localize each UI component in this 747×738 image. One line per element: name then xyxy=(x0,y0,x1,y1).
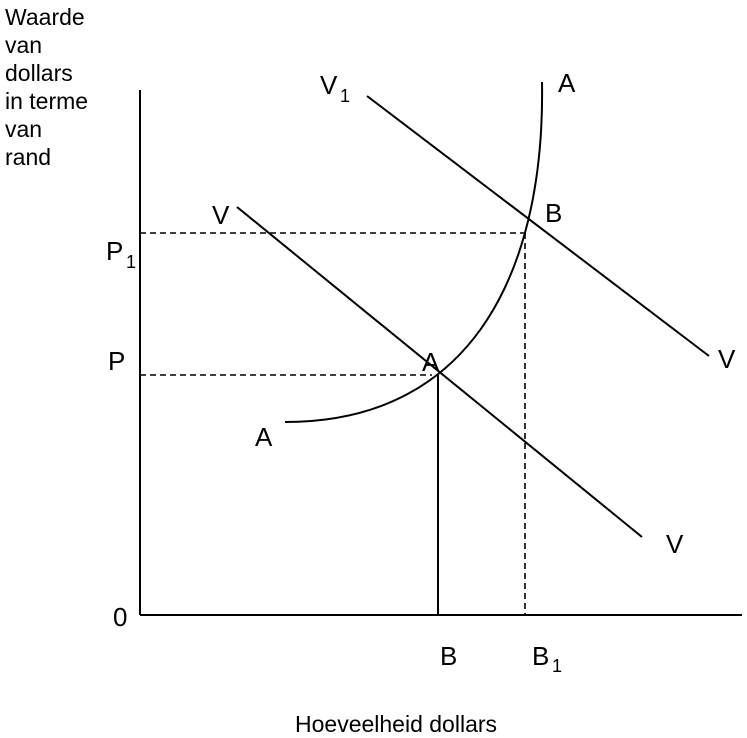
demand-top-label: V xyxy=(212,200,230,230)
demand-curve-v1 xyxy=(366,95,710,357)
supply-bottom-label: A xyxy=(255,422,273,452)
demand1-bottom-label: V xyxy=(718,344,736,374)
demand1-top-subscript: 1 xyxy=(340,86,350,106)
origin-label: 0 xyxy=(113,602,127,632)
supply-top-label: A xyxy=(558,68,576,98)
price-p-label: P xyxy=(108,346,125,376)
demand-bottom-label: V xyxy=(666,529,684,559)
quantity-b1-label: B xyxy=(532,641,549,671)
price-p1-label: P xyxy=(106,236,123,266)
y-axis-label-line-3: dollars xyxy=(5,60,73,86)
y-axis-label-line-5: van xyxy=(5,116,43,142)
y-axis-label-line-2: van xyxy=(5,32,43,58)
supply-curve-a xyxy=(284,81,544,423)
demand-curve-v xyxy=(236,206,643,538)
new-equilibrium-point-label: B xyxy=(545,198,562,228)
y-axis-label: Waarde van dollars in terme van rand xyxy=(5,3,155,171)
price-p1-subscript: 1 xyxy=(126,252,136,272)
x-axis-label: Hoeveelheid dollars xyxy=(295,711,497,737)
quantity-b-label: B xyxy=(440,641,457,671)
y-axis-label-line-4: in terme xyxy=(5,88,89,114)
demand1-top-label: V xyxy=(320,70,338,100)
y-axis-label-line-1: Waarde xyxy=(5,4,85,30)
equilibrium-point-label: A xyxy=(422,347,440,377)
quantity-b1-subscript: 1 xyxy=(552,656,562,676)
y-axis-label-line-6: rand xyxy=(5,144,52,170)
